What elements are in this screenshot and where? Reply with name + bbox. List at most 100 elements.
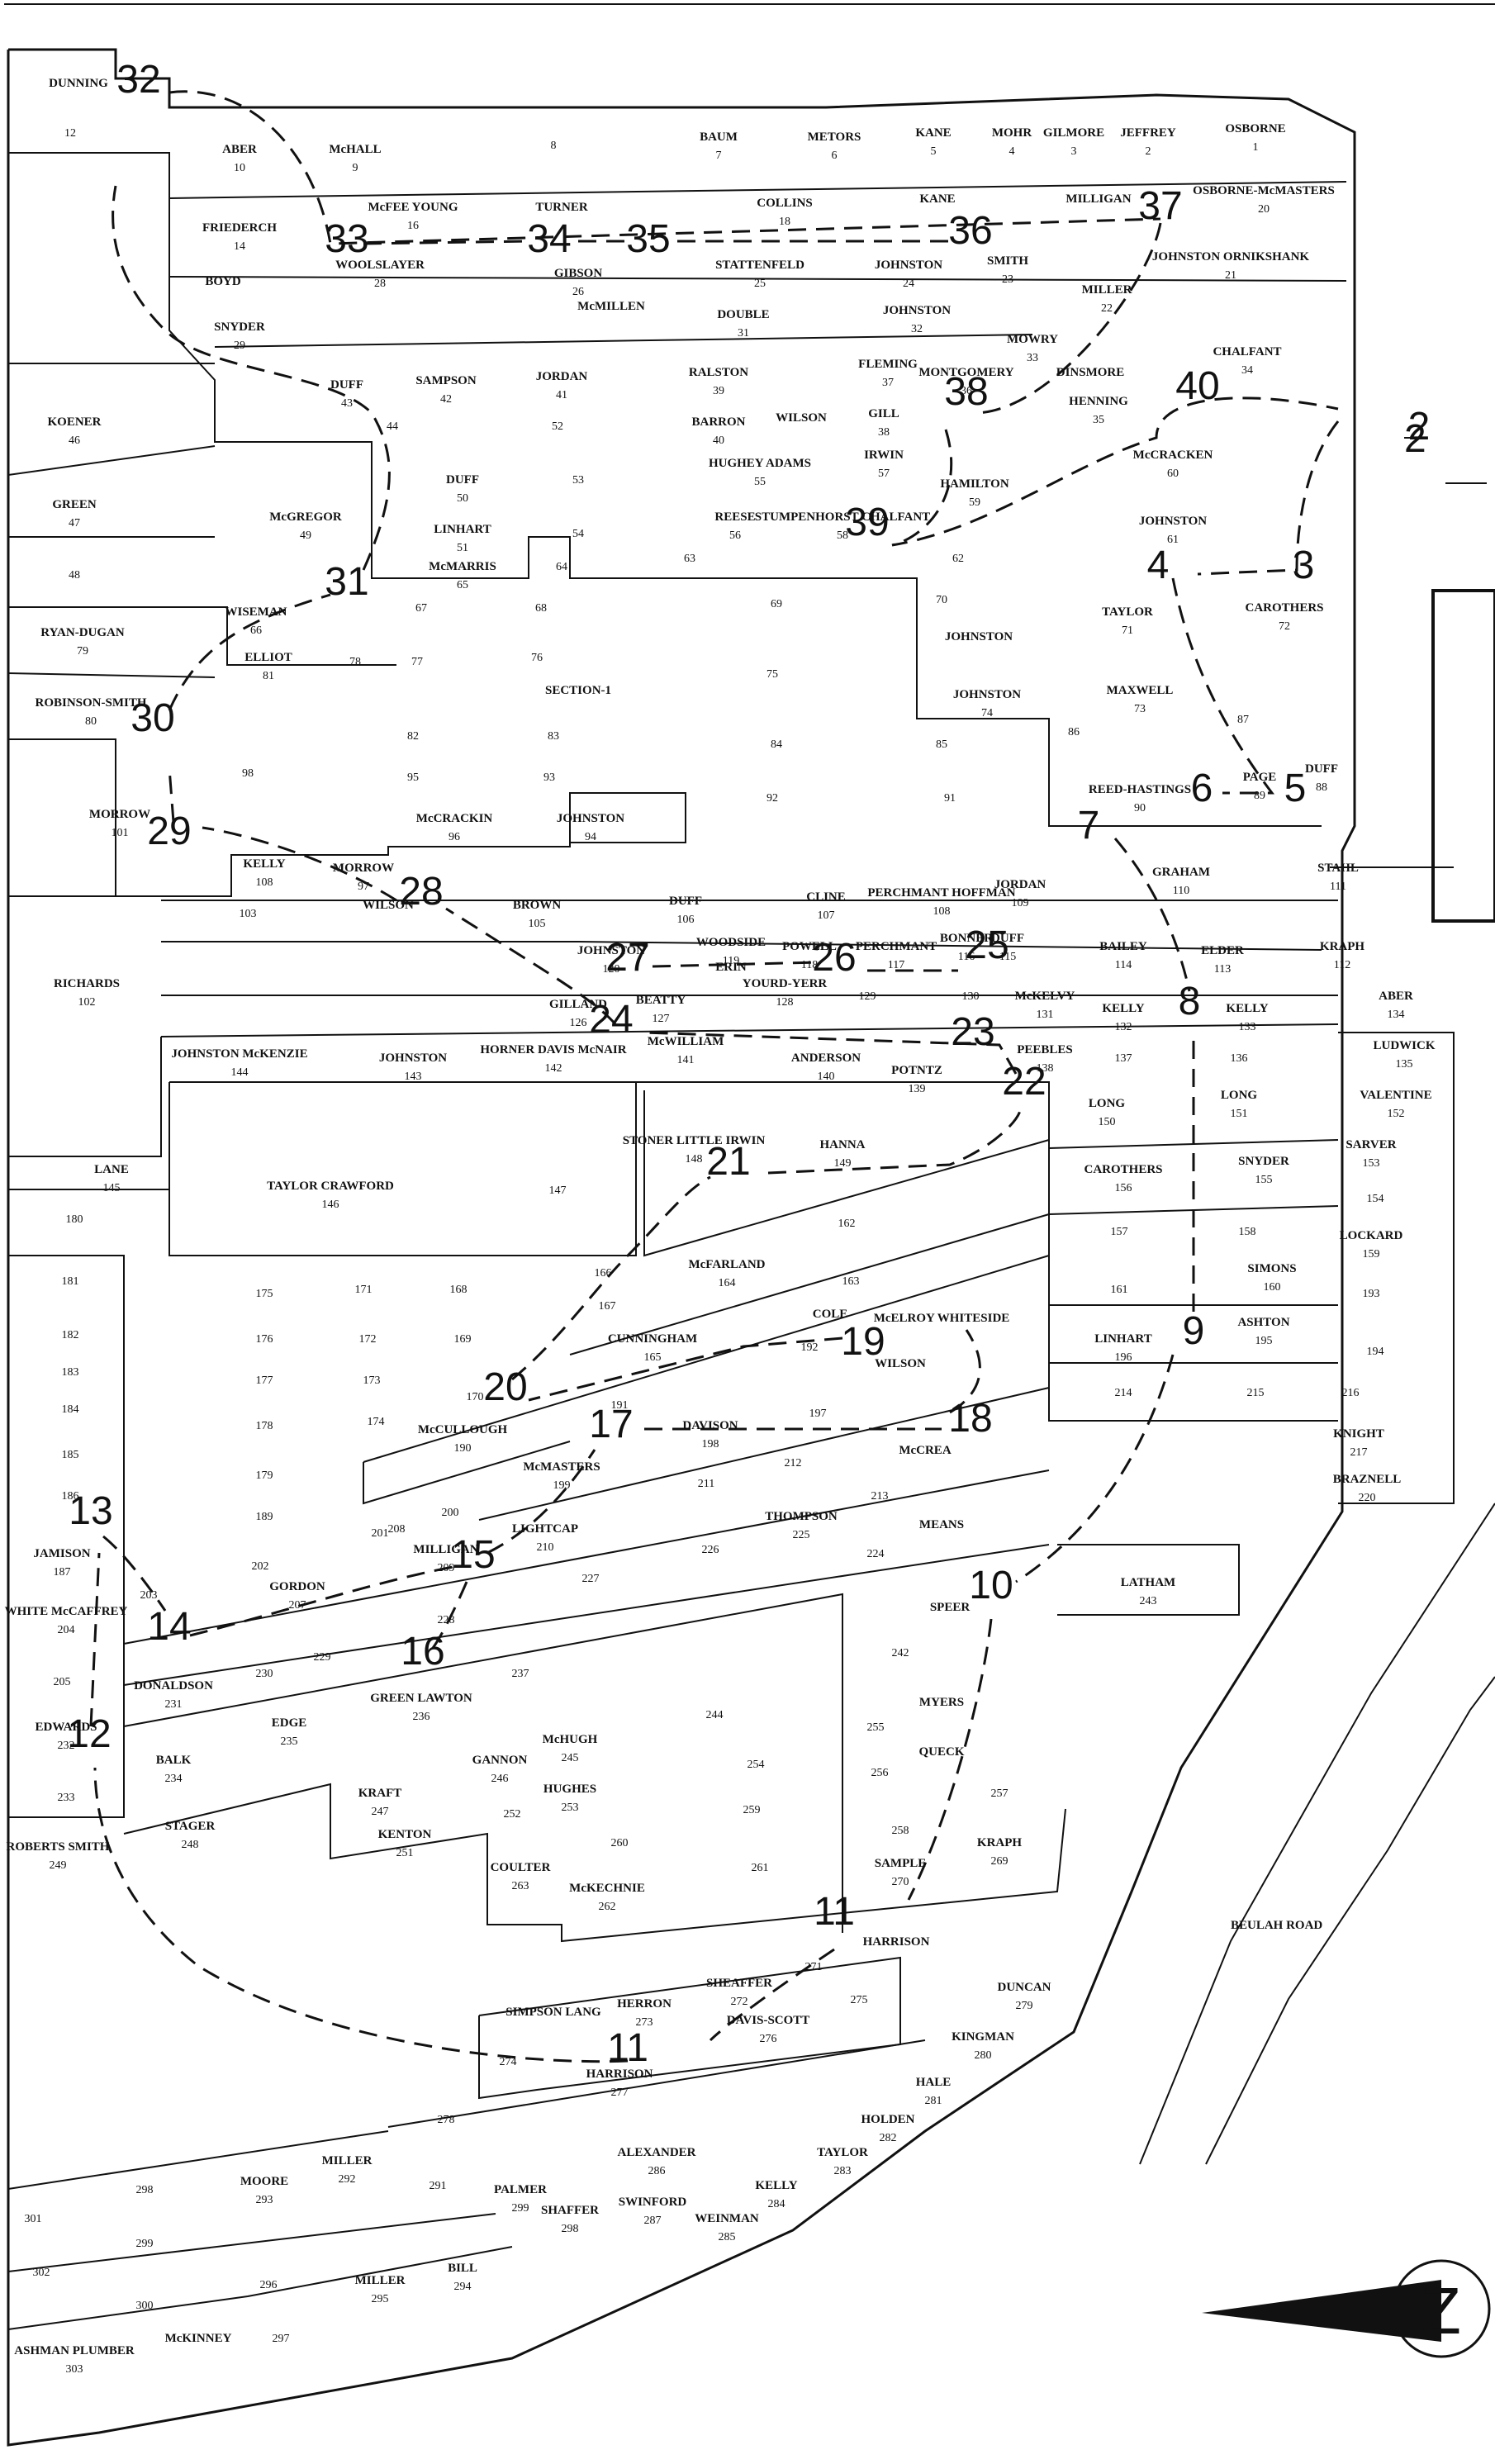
lot-owner-label: JOHNSTON ORNIKSHANK (1152, 250, 1310, 263)
lot-owner-label: WEINMAN (695, 2212, 759, 2225)
lot-number: 83 (548, 730, 559, 743)
lot-owner-label: GANNON (472, 1754, 528, 1767)
lot-owner-label: GIBSON (554, 267, 603, 280)
lot-owner-label: SARVER (1346, 1138, 1396, 1151)
lot-number: 156 (1115, 1182, 1132, 1194)
route-stop-number: 14 (147, 1605, 191, 1649)
lot-owner-label: PALMER (494, 2183, 547, 2196)
route-stop-number: 21 (706, 1140, 750, 1184)
lot-number: 300 (136, 2300, 154, 2312)
lot-number: 154 (1367, 1193, 1384, 1205)
lot-owner-label: HOLDEN (861, 2113, 914, 2126)
lot-number: 110 (1173, 885, 1189, 897)
lot-number: 24 (903, 278, 914, 290)
lot-number: 159 (1363, 1248, 1380, 1260)
lot-owner-label: McHUGH (543, 1733, 598, 1746)
lot-number: 293 (256, 2194, 273, 2206)
lot-owner-label: McWILLIAM (648, 1035, 724, 1048)
lot-owner-label: GORDON (269, 1580, 325, 1593)
lot-owner-label: McCULLOUGH (418, 1423, 508, 1436)
route-stop-number: 40 (1175, 364, 1219, 408)
lot-number: 191 (611, 1399, 629, 1412)
lot-number: 282 (880, 2132, 897, 2144)
lot-owner-label: GILL (868, 407, 899, 420)
lot-owner-label: CUNNINGHAM (608, 1332, 697, 1346)
lot-owner-label: MORROW (89, 808, 150, 821)
lot-owner-label: HARRISON (863, 1935, 930, 1949)
lot-number: 55 (754, 476, 766, 488)
route-stop-number: 33 (325, 217, 368, 261)
offpage-marker: 2 (1404, 417, 1426, 461)
lot-owner-label: ROBINSON-SMITH (35, 696, 146, 710)
route-stop-number: 39 (845, 501, 889, 544)
lot-owner-label: DINSMORE (1056, 366, 1125, 379)
lot-owner-label: SMITH (987, 254, 1028, 268)
lot-owner-label: LATHAM (1121, 1576, 1175, 1589)
lot-number: 97 (358, 881, 369, 893)
lot-number: 186 (62, 1490, 79, 1503)
lot-number: 4 (1009, 145, 1015, 158)
lot-number: 179 (256, 1469, 273, 1482)
lot-number: 32 (911, 323, 923, 335)
route-stop-number: 2 (1408, 405, 1431, 449)
lot-number: 182 (62, 1329, 79, 1341)
lot-number: 60 (1167, 468, 1179, 480)
lot-owner-label: BAILEY (1099, 940, 1147, 953)
lot-number: 158 (1239, 1226, 1256, 1238)
lot-owner-label: MILLER (355, 2274, 406, 2287)
lot-number: 102 (78, 996, 96, 1009)
lot-owner-label: DAVIS-SCOTT (727, 2014, 810, 2027)
lot-owner-label: HANNA (820, 1138, 866, 1151)
lot-number: 244 (706, 1709, 724, 1721)
lot-number: 65 (457, 579, 468, 591)
lot-number: 86 (1068, 726, 1080, 738)
lot-number: 185 (62, 1449, 79, 1461)
lot-number: 22 (1101, 302, 1113, 315)
lot-number: 75 (766, 668, 778, 681)
lot-number: 247 (372, 1806, 389, 1818)
lot-number: 171 (355, 1284, 373, 1296)
lot-owner-label: JOHNSTON (1139, 515, 1207, 528)
lot-owner-label: KANE (915, 126, 951, 140)
lot-owner-label: YOURD-YERR (743, 977, 828, 990)
route-stop-number: 29 (147, 809, 191, 853)
lot-number: 212 (785, 1457, 802, 1469)
lot-number: 207 (289, 1599, 306, 1612)
lot-owner-label: RALSTON (689, 366, 748, 379)
lot-number: 201 (372, 1527, 389, 1540)
lot-owner-label: KRAPH (1320, 940, 1364, 953)
route-stop-number: 27 (605, 936, 649, 980)
lot-number: 284 (768, 2198, 785, 2210)
lot-number: 34 (1241, 364, 1253, 377)
lot-owner-label: BAUM (700, 131, 738, 144)
lot-number: 130 (962, 990, 980, 1003)
lot-owner-label: KOENER (47, 415, 101, 429)
lot-number: 248 (182, 1839, 199, 1851)
lot-number: 200 (442, 1507, 459, 1519)
lot-owner-label: McMASTERS (523, 1460, 600, 1474)
lot-number: 108 (933, 905, 951, 918)
lot-owner-label: ASHTON (1237, 1316, 1289, 1329)
route-stop-number: 18 (948, 1397, 992, 1441)
lot-number: 89 (1254, 790, 1265, 802)
lot-number: 193 (1363, 1288, 1380, 1300)
lot-number: 230 (256, 1668, 273, 1680)
lot-number: 216 (1342, 1387, 1360, 1399)
lot-number: 126 (570, 1017, 587, 1029)
lot-owner-label: SPEER (930, 1601, 971, 1614)
lot-number: 29 (234, 339, 245, 352)
lot-number: 67 (415, 602, 427, 615)
lot-number: 103 (240, 908, 257, 920)
lot-number: 301 (25, 2213, 42, 2225)
lot-number: 112 (1334, 959, 1350, 971)
lot-owner-label: MORROW (333, 862, 394, 875)
lot-number: 164 (719, 1277, 736, 1289)
lot-number: 41 (556, 389, 567, 401)
route-stop-number: 24 (589, 998, 633, 1042)
lot-owner-label: JEFFREY (1120, 126, 1176, 140)
lot-number: 294 (454, 2281, 472, 2293)
lot-number: 44 (387, 420, 398, 433)
lot-owner-label: POTNTZ (891, 1064, 942, 1077)
lot-owner-label: BONNER (940, 932, 993, 945)
lot-owner-label: MILLER (1082, 283, 1132, 297)
